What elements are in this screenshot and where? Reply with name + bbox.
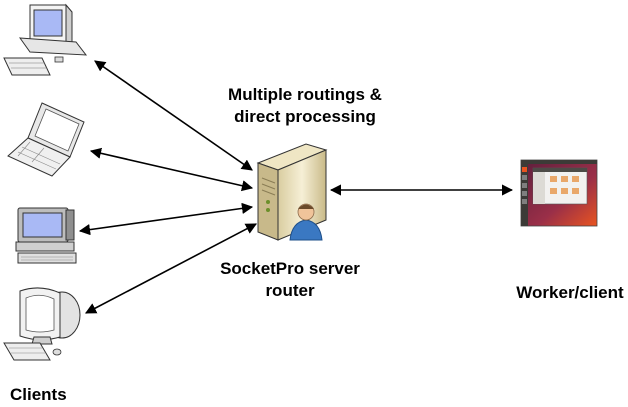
server-tower-icon <box>256 143 328 241</box>
routing-label-line1: Multiple routings & <box>228 85 382 104</box>
desktop-computer-icon <box>3 3 88 76</box>
arrow-server-crt <box>78 202 254 236</box>
ubuntu-desktop-screenshot-icon <box>520 159 598 227</box>
arrow-server-laptop <box>89 147 254 192</box>
server-label: SocketPro server router <box>200 258 380 302</box>
laptop-icon <box>7 102 85 177</box>
user-icon <box>289 203 323 241</box>
worker-label: Worker/client <box>516 283 624 302</box>
server-label-line2: router <box>265 281 315 300</box>
server-label-line1: SocketPro server <box>220 259 360 278</box>
routing-description-label: Multiple routings & direct processing <box>205 84 405 128</box>
clients-label: Clients <box>10 385 67 404</box>
arrow-server-imac <box>85 223 257 314</box>
crt-monitor-computer-icon <box>15 207 77 264</box>
imac-computer-icon <box>3 287 81 361</box>
routing-label-line2: direct processing <box>234 107 376 126</box>
connection-arrows <box>78 60 514 314</box>
